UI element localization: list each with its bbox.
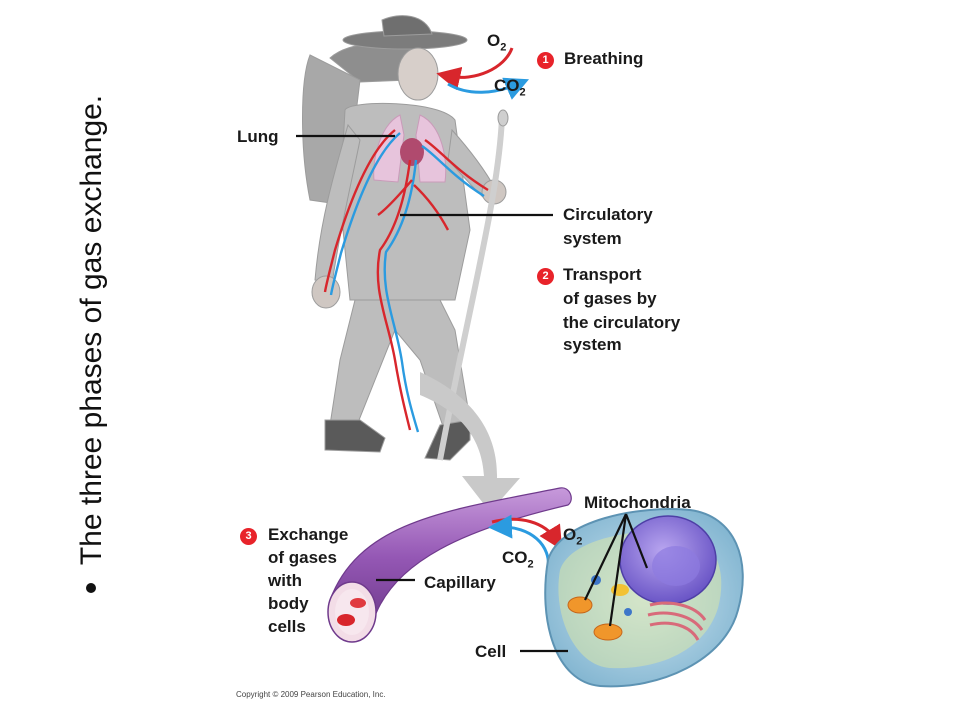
label-breathing: Breathing bbox=[564, 49, 644, 68]
step-1-badge: 1 bbox=[537, 52, 554, 69]
copyright-notice: Copyright © 2009 Pearson Education, Inc. bbox=[236, 690, 386, 699]
label-capillary: Capillary bbox=[424, 573, 496, 592]
label-co2-bottom: CO2 bbox=[502, 548, 534, 571]
label-o2-top: O2 bbox=[487, 31, 507, 54]
label-co2-top: CO2 bbox=[494, 76, 526, 99]
label-transport-line4: system bbox=[563, 335, 622, 354]
title-bullet bbox=[86, 583, 96, 593]
label-o2-bottom: O2 bbox=[563, 525, 583, 548]
zoom-arrow bbox=[420, 372, 520, 512]
label-circulatory-line1: Circulatory bbox=[563, 205, 653, 224]
label-mitochondria: Mitochondria bbox=[584, 493, 691, 512]
label-exchange-line2: of gases bbox=[268, 548, 337, 567]
label-exchange-line5: cells bbox=[268, 617, 306, 636]
step-3-badge: 3 bbox=[240, 528, 257, 545]
hiker-figure bbox=[302, 15, 509, 461]
label-transport-line1: Transport bbox=[563, 265, 642, 284]
body-cell-illustration bbox=[544, 508, 744, 688]
label-circulatory-line2: system bbox=[563, 229, 622, 248]
step-2-badge: 2 bbox=[537, 268, 554, 285]
circulatory-vessels bbox=[323, 129, 489, 433]
label-exchange-line4: body bbox=[268, 594, 309, 613]
lungs-illustration bbox=[373, 114, 447, 183]
co2-exhale-arrow bbox=[447, 77, 530, 100]
mitochondria-leader-line-3 bbox=[624, 513, 649, 569]
mitochondria-leader-line-1 bbox=[584, 513, 627, 601]
slide-title: The three phases of gas exchange. bbox=[75, 94, 108, 566]
mitochondria-leader-line-2 bbox=[608, 513, 628, 627]
label-transport-line2: of gases by bbox=[563, 289, 657, 308]
capillary-illustration bbox=[327, 487, 572, 643]
oxygen-inhale-arrow bbox=[436, 47, 514, 91]
label-lung: Lung bbox=[237, 127, 279, 146]
label-cell: Cell bbox=[475, 642, 507, 661]
label-exchange-line1: Exchange bbox=[268, 525, 349, 544]
label-transport-line3: the circulatory bbox=[563, 313, 681, 332]
label-exchange-line3: with bbox=[268, 571, 302, 590]
